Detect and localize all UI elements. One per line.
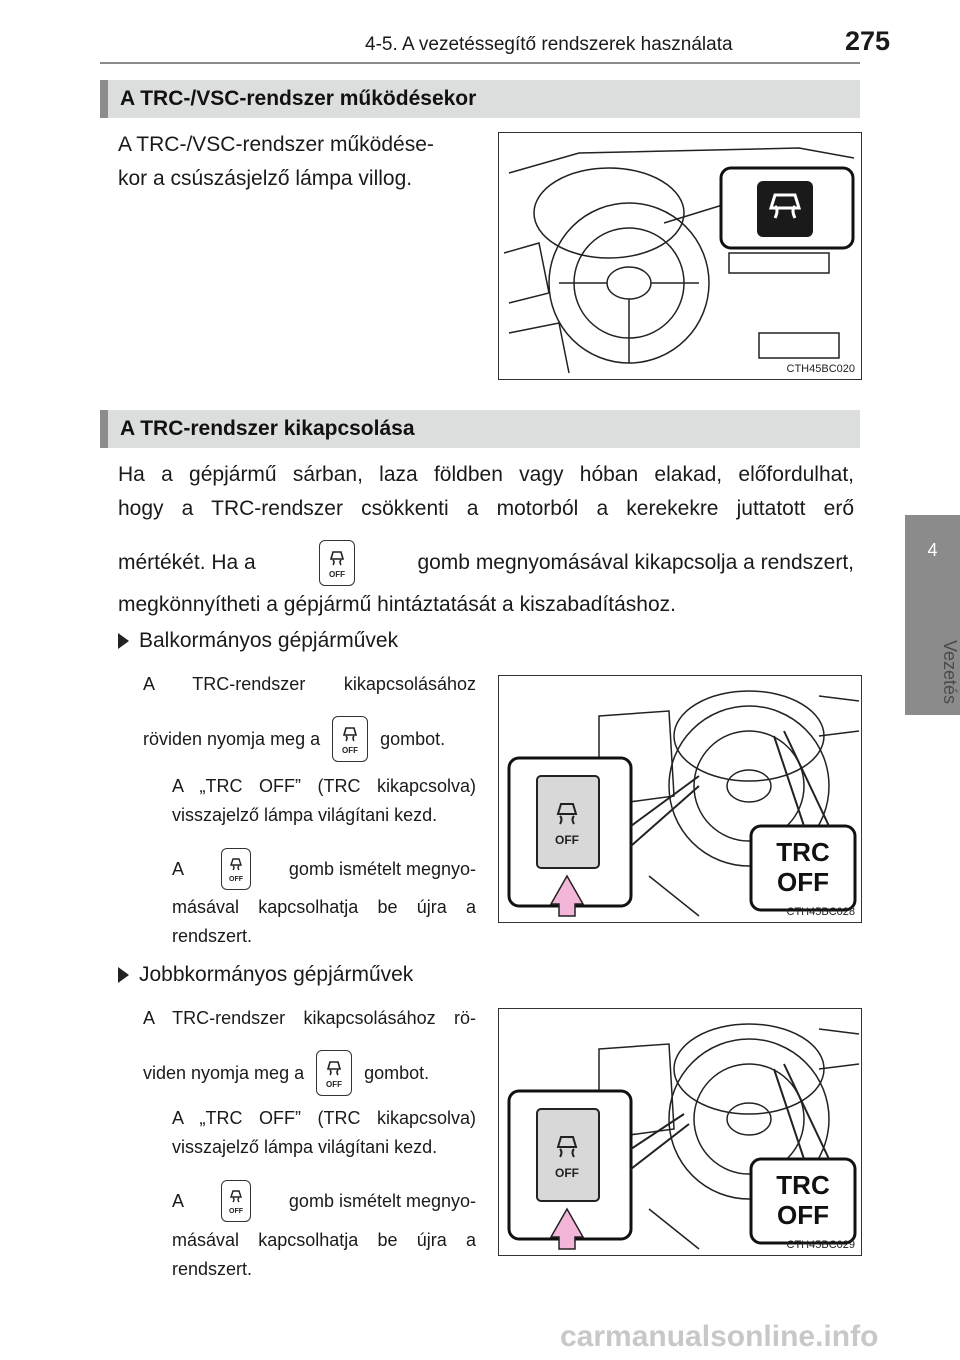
note-line: visszajelző lámpa világítani kezd.: [172, 805, 438, 825]
trc-off-button-icon: OFF: [332, 716, 369, 762]
paragraph-line: kor a csúszásjelző lámpa villog.: [118, 167, 413, 190]
figure-code: CTH45BC020: [786, 363, 855, 375]
button-panel: [536, 1108, 600, 1202]
text-fragment: viden nyomja meg a: [143, 1062, 305, 1083]
text-fragment: gombot.: [380, 728, 446, 749]
left-hand-dashboard-illustration: OFF TRC OFF: [507, 690, 860, 917]
instruction-line: A TRC-rendszer kikapcsolásához rö-: [143, 1008, 476, 1028]
button-off-label: OFF: [229, 1208, 244, 1215]
bullet-item: Jobbkormányos gépjárművek: [118, 958, 413, 992]
indicator-text-line1: TRC: [776, 837, 830, 867]
indicator-text-line2: OFF: [777, 1200, 829, 1230]
note-line: másával kapcsolhatja be újra a: [172, 1230, 476, 1250]
bullet-item: Balkormányos gépjárművek: [118, 624, 398, 658]
trc-off-button-icon: OFF: [318, 540, 355, 586]
indicator-text-line1: TRC: [776, 1170, 830, 1200]
bullet-triangle-icon: [118, 967, 129, 983]
note-line: másával kapcsolhatja be újra a: [172, 897, 476, 917]
section-heading: A TRC-rendszer kikapcsolása: [120, 417, 415, 440]
note-line: A „TRC OFF” (TRC kikapcsolva): [172, 776, 476, 796]
note-line: rendszert.: [172, 1259, 253, 1279]
button-off-label: OFF: [229, 876, 244, 883]
instruction-line-with-button: viden nyomja meg a OFF gombot.: [143, 1050, 429, 1096]
section-heading-bar: A TRC-/VSC-rendszer működésekor: [100, 80, 860, 118]
indicator-text-line2: OFF: [777, 867, 829, 897]
button-off-label: OFF: [555, 1166, 579, 1180]
page-number: 275: [845, 26, 891, 56]
dashboard-illustration: [503, 147, 855, 374]
button-panel: [536, 775, 600, 869]
dashboard-figure: CTH45BC020: [498, 132, 862, 380]
chapter-tab: [905, 515, 960, 715]
note-line-with-button: A OFF gomb ismételt megnyo-: [172, 1180, 476, 1222]
press-arrow-icon: [549, 874, 585, 917]
header-rule: [100, 62, 860, 64]
bullet-triangle-icon: [118, 633, 129, 649]
note-line-with-button: A OFF gomb ismételt megnyo-: [172, 848, 476, 890]
paragraph-line: A TRC-/VSC-rendszer működése-: [118, 133, 434, 156]
text-fragment: A: [172, 1190, 185, 1211]
text-fragment: gomb ismételt megnyo-: [288, 1190, 476, 1211]
instruction-line: A TRC-rendszer kikapcsolásához: [143, 674, 476, 694]
text-fragment: röviden nyomja meg a: [143, 728, 321, 749]
trc-off-button-icon: OFF: [316, 1050, 353, 1096]
paragraph-line: hogy a TRC-rendszer csökkenti a motorból…: [118, 497, 854, 520]
chapter-label: Vezetés: [940, 640, 960, 705]
heading-accent: [100, 410, 108, 448]
trc-off-button-icon: OFF: [221, 848, 252, 890]
right-hand-dashboard-illustration: OFF TRC OFF: [507, 1023, 860, 1250]
note-line: rendszert.: [172, 926, 253, 946]
note-line: visszajelző lámpa világítani kezd.: [172, 1137, 438, 1157]
left-hand-dashboard-figure: OFF TRC OFF CTH45BC028: [498, 675, 862, 923]
bullet-label: Jobbkormányos gépjárművek: [139, 963, 414, 986]
section-heading-bar: A TRC-rendszer kikapcsolása: [100, 410, 860, 448]
text-fragment: gomb megnyomásával kikapcsolja a rendsze…: [417, 551, 854, 574]
text-fragment: gomb ismételt megnyo-: [288, 858, 476, 879]
button-off-label: OFF: [555, 833, 579, 847]
text-fragment: A: [172, 858, 185, 879]
button-off-label: OFF: [329, 570, 345, 579]
figure-code: CTH45BC029: [786, 1239, 855, 1251]
heading-accent: [100, 80, 108, 118]
text-fragment: mértékét. Ha a: [118, 551, 256, 574]
bullet-label: Balkormányos gépjárművek: [139, 629, 399, 652]
paragraph-line: megkönnyítheti a gépjármű hintáztatását …: [118, 593, 676, 616]
watermark: carmanualsonline.info: [560, 1320, 879, 1353]
figure-code: CTH45BC028: [786, 906, 855, 918]
press-arrow-icon: [549, 1207, 585, 1250]
paragraph-line-with-button: mértékét. Ha a OFF gomb megnyomásával ki…: [118, 540, 854, 586]
instruction-line-with-button: röviden nyomja meg a OFF gombot.: [143, 716, 445, 762]
text-fragment: gombot.: [364, 1062, 430, 1083]
section-heading: A TRC-/VSC-rendszer működésekor: [120, 87, 477, 110]
note-line: A „TRC OFF” (TRC kikapcsolva): [172, 1108, 476, 1128]
running-header: 4-5. A vezetéssegítő rendszerek használa…: [365, 34, 733, 55]
trc-off-button-icon: OFF: [221, 1180, 252, 1222]
button-off-label: OFF: [326, 1080, 342, 1089]
right-hand-dashboard-figure: OFF TRC OFF CTH45BC029: [498, 1008, 862, 1256]
paragraph-line: Ha a gépjármű sárban, laza földben vagy …: [118, 463, 854, 486]
chapter-number: 4: [927, 540, 938, 560]
button-off-label: OFF: [342, 746, 358, 755]
